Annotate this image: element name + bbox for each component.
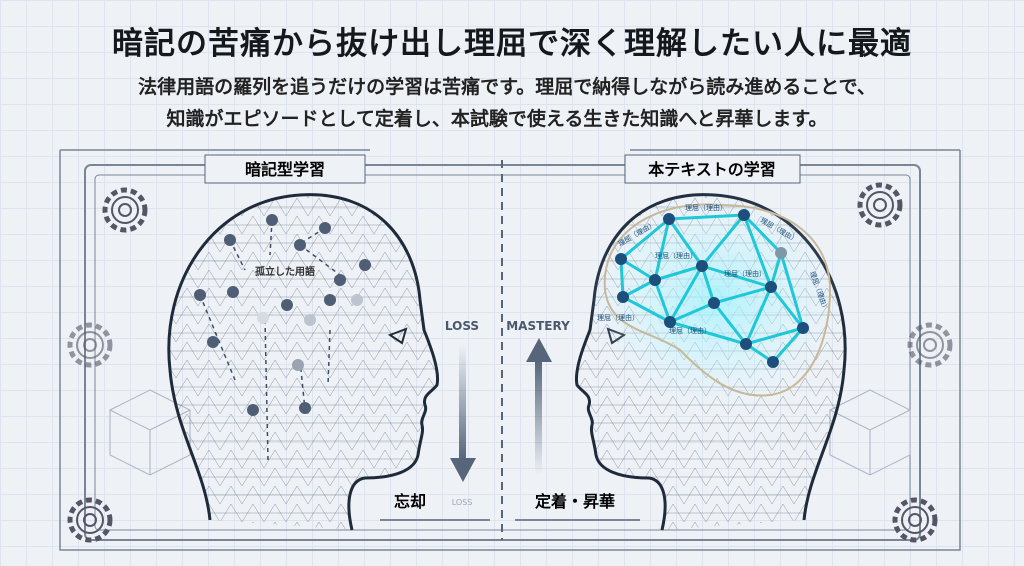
subtitle-line-2: 知識がエピソードとして定着し、本試験で使える生きた知識へと昇華します。 (166, 108, 828, 130)
network-link (653, 279, 672, 323)
network-link (700, 265, 716, 304)
network-link (700, 214, 746, 267)
node-label: 理屈（理由） (685, 203, 727, 212)
left-panel-label-box (204, 154, 366, 184)
isolated-term-label: 孤立した用語 (255, 265, 315, 278)
loss-label: LOSS (445, 319, 479, 333)
left-brain (199, 219, 341, 461)
network-node (664, 316, 676, 328)
network-node (740, 338, 752, 350)
up-arrow-icon (526, 338, 552, 475)
network-link (668, 213, 745, 221)
network-link (669, 301, 715, 324)
cube-icon (109, 389, 911, 476)
network-node (708, 297, 720, 309)
network-link (701, 264, 772, 289)
network-link (653, 218, 671, 281)
network-link (622, 295, 671, 324)
network-node (797, 322, 809, 334)
network-link (620, 257, 656, 282)
network-link (745, 326, 804, 346)
network-link (742, 213, 783, 255)
down-arrow-icon (450, 345, 476, 482)
network-link (744, 286, 773, 345)
network-node (649, 274, 661, 286)
network-link (619, 258, 625, 298)
network-node (696, 260, 708, 272)
network-link (668, 265, 704, 323)
network-node (775, 247, 787, 259)
subtitle-line-1: 法律用語の羅列を追うだけの学習は苦痛です。理屈で納得しながら読み進めることで、 (138, 76, 876, 98)
network-link (667, 218, 704, 267)
network-link (779, 252, 805, 329)
network-link (771, 327, 805, 363)
network-node (738, 209, 750, 221)
node-label: 理屈（理由） (669, 326, 711, 335)
mastery-result-label: 定着・昇華 (534, 492, 615, 511)
network-link (622, 278, 656, 299)
node-label: 理屈（理由） (597, 313, 639, 322)
network-node (767, 356, 779, 368)
network-node (663, 213, 675, 225)
right-panel-label: 本テキストの学習 (648, 160, 776, 179)
isolated-term-dot (194, 214, 371, 416)
network-node (617, 291, 629, 303)
brain-outline (603, 203, 832, 397)
forgetting-label: 忘却 (394, 492, 426, 511)
node-label: 理屈（理由） (724, 269, 766, 278)
network-link (712, 302, 748, 345)
network-link (769, 286, 805, 329)
network-link (654, 264, 703, 282)
network-node (765, 281, 777, 293)
network-node (615, 253, 627, 265)
loss-sub-label: LOSS (452, 498, 473, 507)
network-link (742, 214, 773, 288)
network-link (620, 217, 670, 261)
page-title: 暗記の苦痛から抜け出し理屈で深く理解したい人に最適 (112, 26, 912, 62)
right-panel-label-box (624, 154, 801, 184)
mastery-label: MASTERY (506, 319, 570, 333)
network-link (713, 285, 772, 305)
network-link (669, 320, 747, 346)
node-label: 理屈（理由） (655, 251, 697, 260)
left-panel-label: 暗記型学習 (245, 160, 325, 179)
